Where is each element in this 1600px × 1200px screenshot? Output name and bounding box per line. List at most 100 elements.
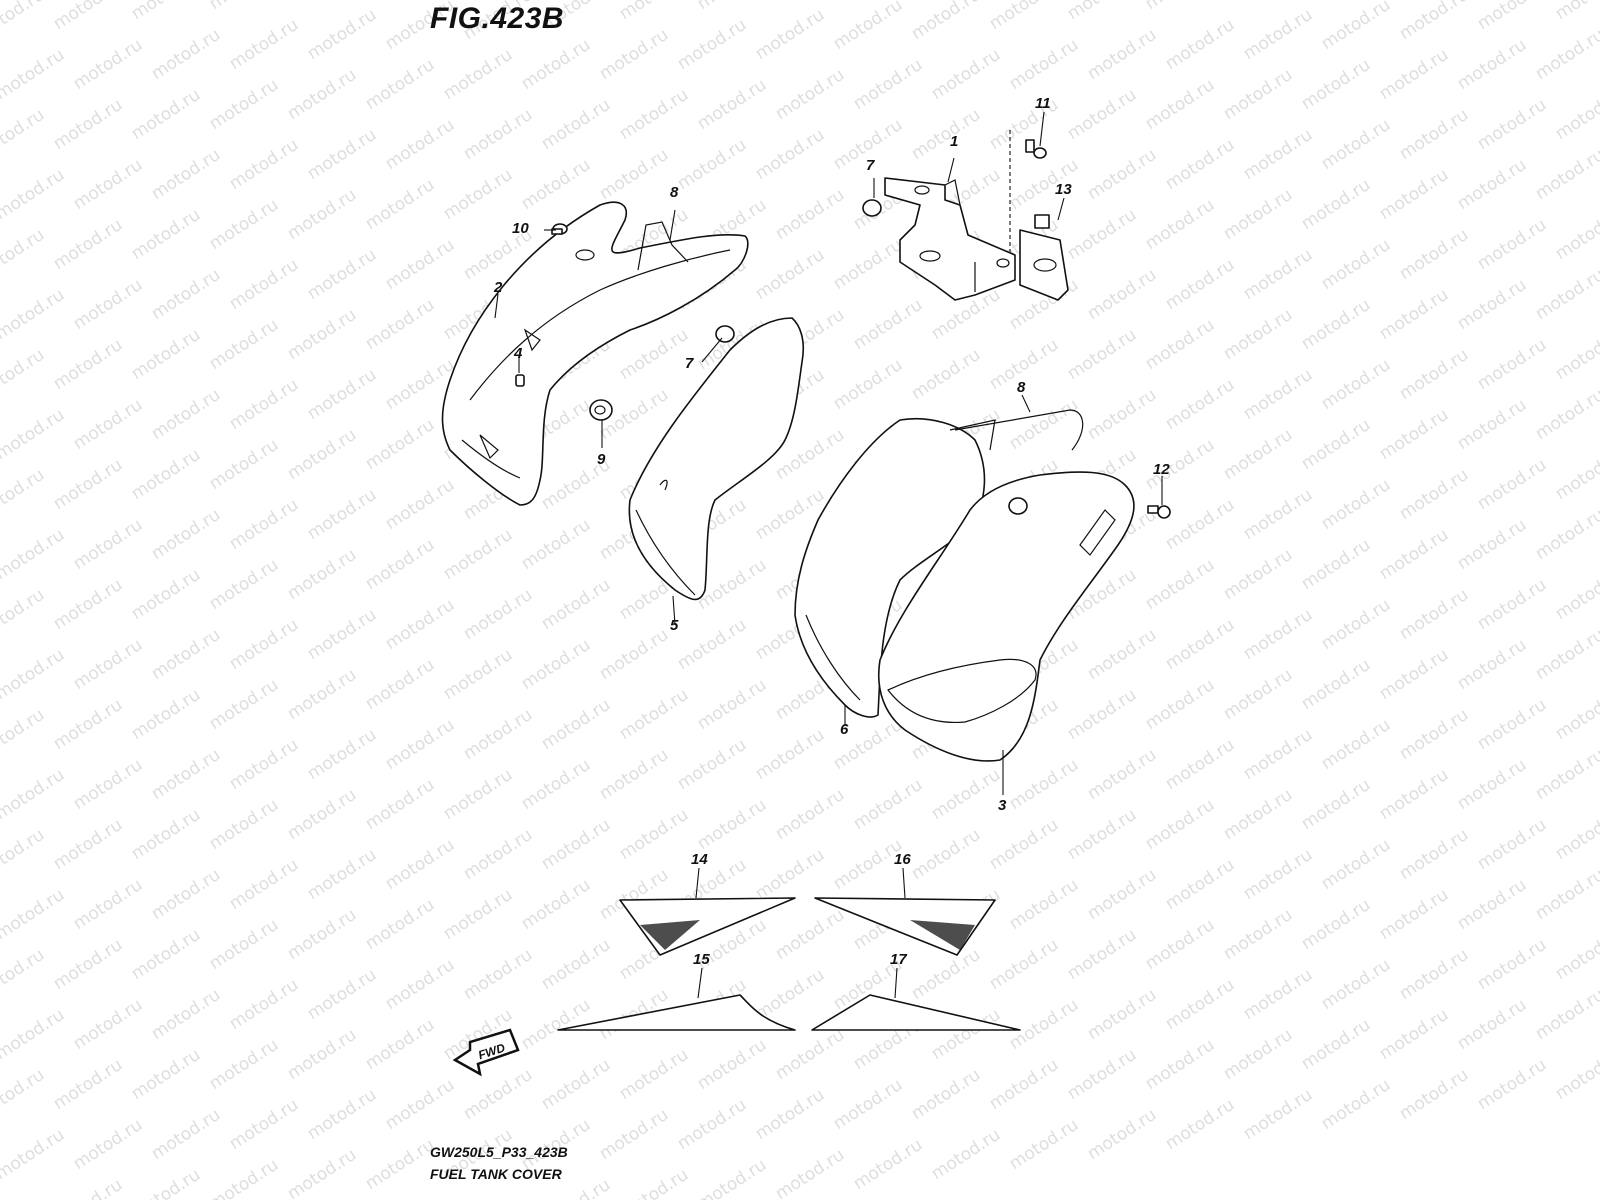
watermark-text: motod.ru <box>1240 965 1316 1024</box>
part-8-wire-right[interactable] <box>954 409 1084 451</box>
watermark-text: motod.ru <box>772 1025 848 1084</box>
watermark-text: motod.ru <box>1552 925 1600 984</box>
watermark-text: motod.ru <box>440 45 516 104</box>
leader-lines <box>494 111 1163 999</box>
watermark-text: motod.ru <box>850 775 926 834</box>
watermark-text: motod.ru <box>128 445 204 504</box>
part-14-decal[interactable] <box>619 897 796 956</box>
part-2-front-cover[interactable] <box>441 201 749 506</box>
part-16-decal[interactable] <box>814 897 996 956</box>
watermark-text: motod.ru <box>128 0 204 24</box>
part-10-bolt[interactable] <box>551 223 568 235</box>
watermark-text: motod.ru <box>50 0 126 34</box>
watermark-text: motod.ru <box>70 995 146 1054</box>
callouts: 1 2 3 4 5 6 7 7 8 8 9 10 11 12 13 14 15 … <box>493 95 1170 968</box>
callout-7a: 7 <box>685 355 694 372</box>
part-5-inner-panel[interactable] <box>628 317 805 601</box>
part-11-bolt[interactable] <box>1009 130 1047 255</box>
watermark-text: motod.ru <box>830 235 906 294</box>
watermark-text: motod.ru <box>382 595 458 654</box>
watermark-text: motod.ru <box>1220 545 1296 604</box>
watermark-text: motod.ru <box>1298 415 1374 474</box>
watermark-text: motod.ru <box>1006 995 1082 1054</box>
watermark-text: motod.ru <box>128 925 204 984</box>
part-4-clip[interactable] <box>515 374 525 387</box>
watermark-text: motod.ru <box>1240 125 1316 184</box>
watermark-text: motod.ru <box>616 0 692 24</box>
part-7-grommet-right[interactable] <box>862 199 882 217</box>
watermark-text: motod.ru <box>1532 505 1600 564</box>
watermark-text: motod.ru <box>772 905 848 964</box>
watermark-text: motod.ru <box>0 165 68 224</box>
watermark-text: motod.ru <box>1474 815 1550 874</box>
watermark-text: motod.ru <box>1220 785 1296 844</box>
watermark-text: motod.ru <box>986 935 1062 994</box>
watermark-text: motod.ru <box>772 1145 848 1200</box>
watermark-text: motod.ru <box>674 135 750 194</box>
watermark-text: motod.ru <box>460 825 536 884</box>
callout-8a: 8 <box>670 184 679 201</box>
watermark-text: motod.ru <box>70 875 146 934</box>
watermark-text: motod.ru <box>70 275 146 334</box>
watermark-text: motod.ru <box>752 725 828 784</box>
watermark-text: motod.ru <box>518 875 594 934</box>
callout-9: 9 <box>597 451 606 468</box>
watermark-text: motod.ru <box>206 435 282 494</box>
watermark-text: motod.ru <box>1454 635 1530 694</box>
watermark-text: motod.ru <box>304 5 380 64</box>
callout-15: 15 <box>693 951 710 968</box>
watermark-text: motod.ru <box>50 575 126 634</box>
watermark-text: motod.ru <box>1298 175 1374 234</box>
part-12-bolt[interactable] <box>1147 505 1171 519</box>
watermark-text: motod.ru <box>50 1175 126 1200</box>
watermark-text: motod.ru <box>1454 155 1530 214</box>
watermark-text: motod.ru <box>674 735 750 794</box>
watermark-text: motod.ru <box>1376 405 1452 464</box>
watermark-text: motod.ru <box>596 745 672 804</box>
part-7-grommet-middle[interactable] <box>715 325 735 343</box>
watermark-text: motod.ru <box>1318 475 1394 534</box>
watermark-text: motod.ru <box>1220 0 1296 4</box>
watermark-text: motod.ru <box>1396 0 1472 44</box>
watermark-text: motod.ru <box>1298 1015 1374 1074</box>
watermark-text: motod.ru <box>1162 615 1238 674</box>
watermark-text: motod.ru <box>460 705 536 764</box>
watermark-text: motod.ru <box>1396 465 1472 524</box>
watermark-text: motod.ru <box>1318 595 1394 654</box>
watermark-text: motod.ru <box>362 655 438 714</box>
watermark-text: motod.ru <box>850 55 926 114</box>
watermark-text: motod.ru <box>50 815 126 874</box>
watermark-text: motod.ru <box>362 415 438 474</box>
watermark-text: motod.ru <box>518 35 594 94</box>
part-17-stripe[interactable] <box>811 994 1021 1031</box>
callout-1: 1 <box>950 133 958 150</box>
watermark-text: motod.ru <box>694 0 770 14</box>
watermark-text: motod.ru <box>1474 695 1550 754</box>
watermark-text: motod.ru <box>1220 185 1296 244</box>
watermark-text: motod.ru <box>596 625 672 684</box>
part-9-grommet[interactable] <box>589 399 613 421</box>
part-15-stripe[interactable] <box>557 994 796 1031</box>
watermark-text: motod.ru <box>284 785 360 844</box>
watermark-text: motod.ru <box>1474 0 1550 34</box>
part-13-bracket[interactable] <box>1019 214 1069 301</box>
watermark-text: motod.ru <box>1474 335 1550 394</box>
part-3-main-cover[interactable] <box>877 471 1135 762</box>
watermark-text: motod.ru <box>0 45 68 104</box>
watermark-text: motod.ru <box>382 475 458 534</box>
part-6-side-cover[interactable] <box>794 417 996 718</box>
watermark-text: motod.ru <box>1532 25 1600 84</box>
part-8-wire-left[interactable] <box>637 221 689 271</box>
watermark-text: motod.ru <box>908 105 984 164</box>
watermark-text: motod.ru <box>772 785 848 844</box>
watermark-text: motod.ru <box>0 885 68 944</box>
watermark-text: motod.ru <box>0 825 48 884</box>
watermark-text: motod.ru <box>70 155 146 214</box>
watermark-text: motod.ru <box>382 955 458 1014</box>
watermark-text: motod.ru <box>830 355 906 414</box>
part-1-bracket[interactable] <box>884 177 1016 301</box>
watermark-text: motod.ru <box>1220 305 1296 364</box>
watermark-text: motod.ru <box>1298 895 1374 954</box>
watermark-text: motod.ru <box>928 765 1004 824</box>
watermark-text: motod.ru <box>1240 365 1316 424</box>
